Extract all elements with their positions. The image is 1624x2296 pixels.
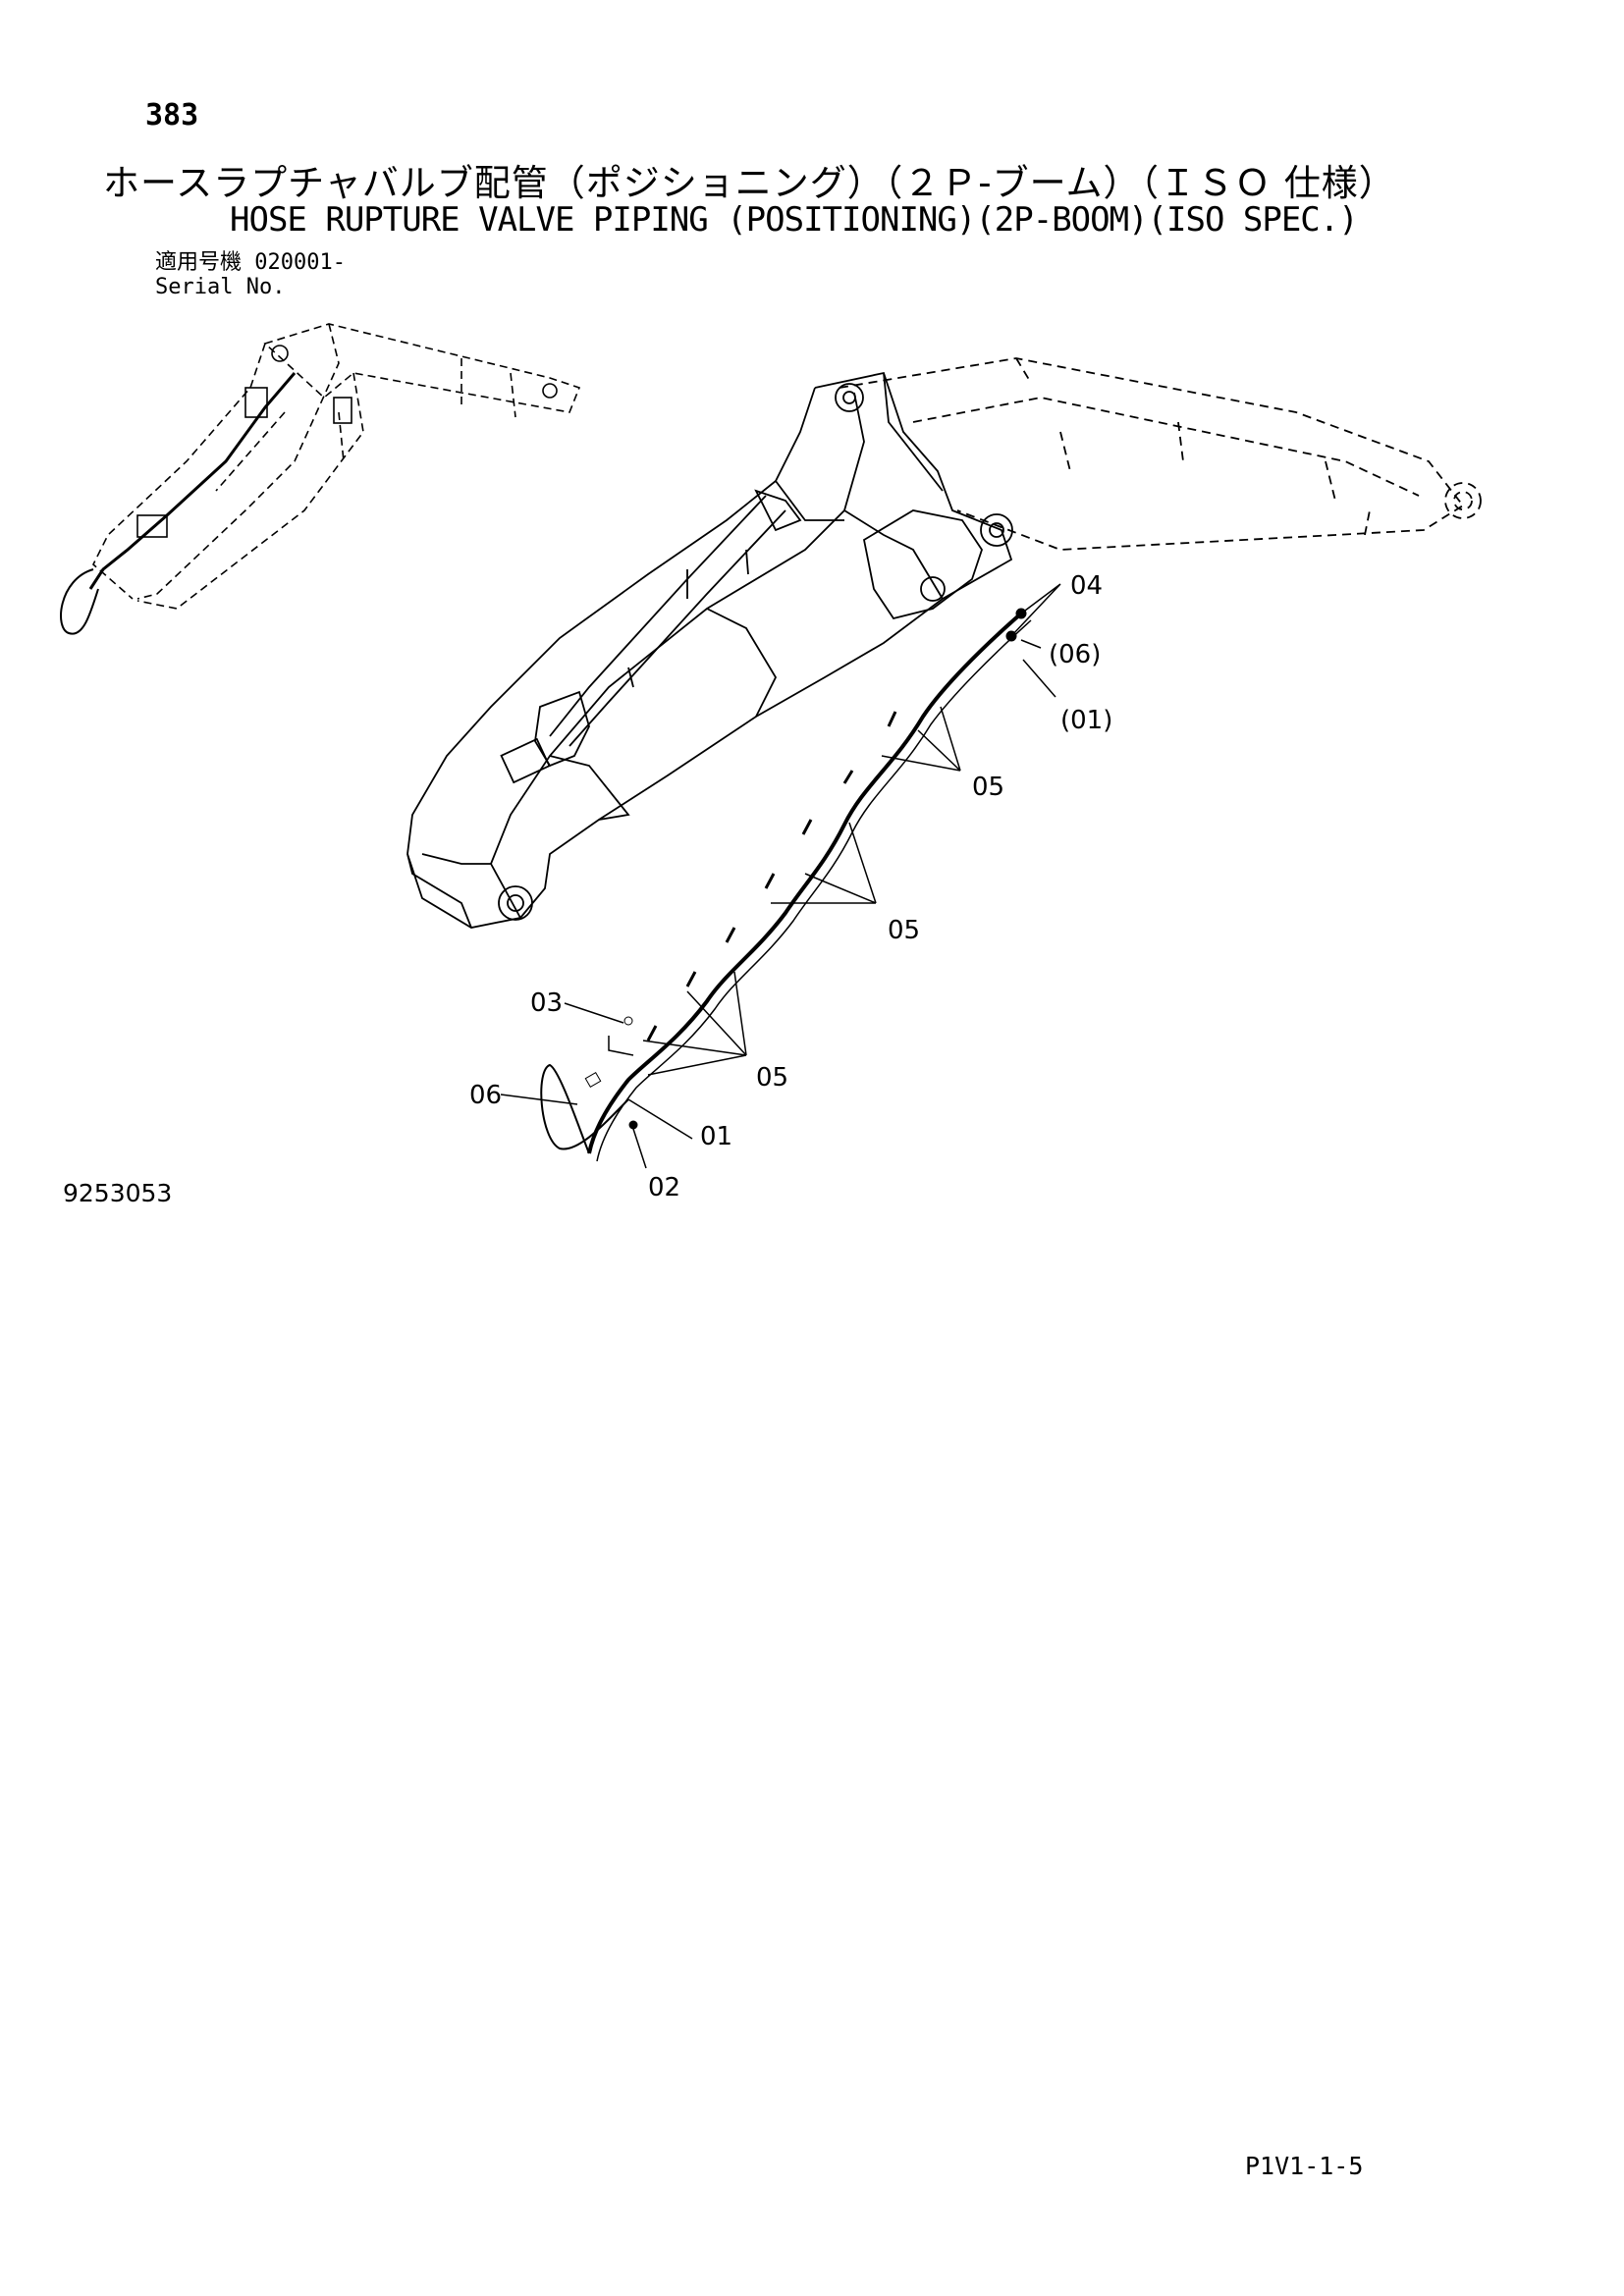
callout-05-a: 05 — [972, 773, 1004, 802]
callout-05-b: 05 — [888, 916, 920, 945]
main-boom-drawing — [406, 357, 1482, 929]
callout-02: 02 — [648, 1173, 680, 1202]
callout-05-c: 05 — [756, 1063, 788, 1093]
leader-lines — [500, 583, 1061, 1169]
page-number: 383 — [145, 98, 199, 133]
callout-06: 06 — [469, 1081, 502, 1110]
callout-labels: 04 (06) (01) 05 05 05 03 06 01 02 — [469, 571, 1112, 1202]
hose-route — [540, 608, 1032, 1162]
callout-06-paren: (06) — [1049, 640, 1101, 669]
callout-04: 04 — [1070, 571, 1103, 601]
title-english: HOSE RUPTURE VALVE PIPING (POSITIONING)(… — [230, 200, 1359, 240]
serial-label-jp: 適用号機 — [155, 250, 243, 275]
drawing-number: 9253053 — [63, 1179, 173, 1207]
serial-value: 020001- — [254, 250, 346, 275]
title-japanese: ホースラプチャバルブ配管（ポジショニング）（２Ｐ-ブーム）（ＩＳＯ 仕様） — [103, 162, 1396, 204]
callout-01-paren: (01) — [1060, 706, 1112, 735]
page-code: P1V1-1-5 — [1245, 2152, 1364, 2180]
serial-block: 適用号機 020001- — [155, 251, 346, 275]
serial-label-en: Serial No. — [155, 275, 286, 299]
callout-03: 03 — [530, 988, 563, 1018]
inset-boom-drawing — [60, 323, 581, 635]
callout-01: 01 — [700, 1122, 732, 1151]
